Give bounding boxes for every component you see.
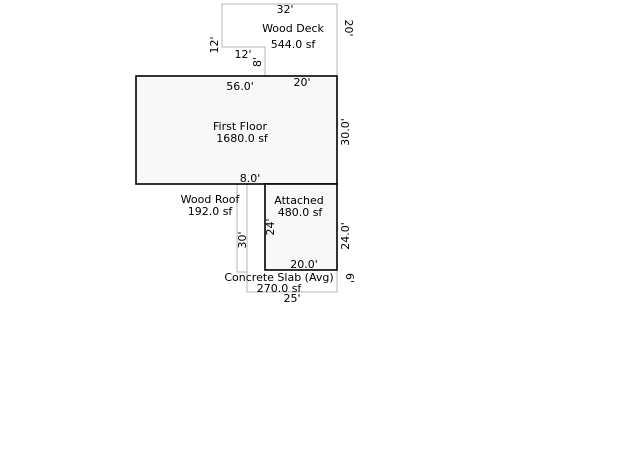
wood-deck-label: Wood Deck — [262, 22, 324, 35]
first-floor-dim-bottom: 8.0' — [240, 172, 261, 185]
wood-deck-area[interactable]: Wood Deck 544.0 sf 32' 20' 12' 12' 8' — [208, 3, 355, 77]
wood-deck-dim-top: 32' — [276, 3, 293, 16]
wood-roof-label: Wood Roof — [181, 193, 241, 206]
concrete-slab-label: Concrete Slab (Avg) — [224, 271, 333, 284]
concrete-slab-dim-bottom: 25' — [283, 292, 300, 305]
first-floor-dim-top: 56.0' — [226, 80, 254, 93]
wood-roof-area[interactable]: Wood Roof 192.0 sf 5' 30' — [181, 183, 261, 273]
attached-outline — [264, 183, 338, 271]
concrete-slab-dim-right: 6' — [343, 273, 356, 283]
first-floor-label: First Floor — [213, 120, 267, 133]
wood-roof-area-label: 192.0 sf — [188, 205, 234, 218]
wood-deck-dim-notch-right: 8' — [251, 57, 264, 67]
attached-dim-right: 24.0' — [339, 222, 352, 250]
attached-dim-bottom: 20.0' — [290, 258, 318, 271]
wood-deck-dim-right: 20' — [342, 19, 355, 36]
attached-area-label: 480.0 sf — [278, 206, 324, 219]
first-floor-outline — [135, 75, 338, 185]
first-floor-dim-right: 30.0' — [339, 118, 352, 146]
attached-dim-left: 24' — [264, 218, 277, 235]
wood-deck-dim-notch-left: 12' — [208, 36, 221, 53]
concrete-slab-area-label: 270.0 sf — [257, 282, 303, 295]
attached-area[interactable]: Attached 480.0 sf 24' 24.0' 20.0' — [264, 183, 352, 271]
wood-deck-dim-notch-bottom: 12' — [234, 48, 251, 61]
wood-roof-dim-left: 30' — [236, 231, 249, 248]
wood-deck-area-label: 544.0 sf — [271, 38, 317, 51]
attached-label: Attached — [274, 194, 323, 207]
first-floor-dim-top-right: 20' — [293, 76, 310, 89]
first-floor-area[interactable]: First Floor 1680.0 sf 56.0' 20' 30.0' 8.… — [135, 75, 352, 185]
first-floor-area-label: 1680.0 sf — [216, 132, 269, 145]
